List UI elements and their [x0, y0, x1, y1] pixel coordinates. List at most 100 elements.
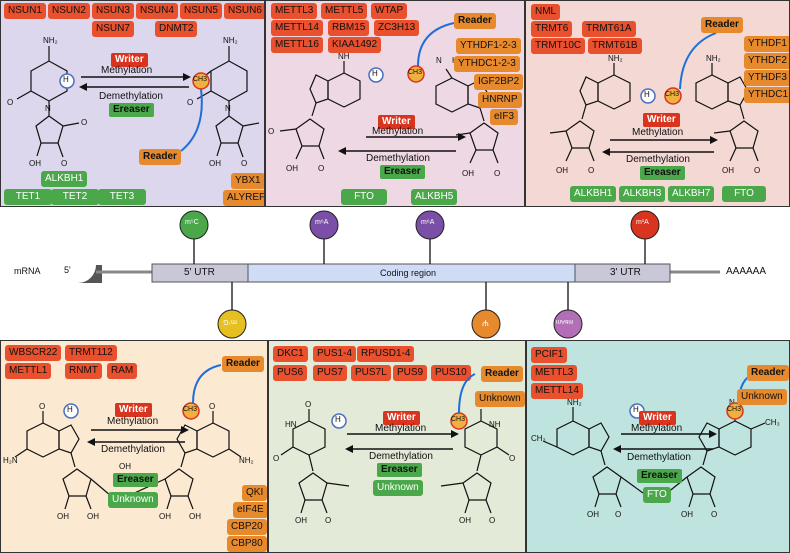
svg-text:O: O	[61, 159, 67, 168]
writer-tag: PUS7	[313, 365, 348, 381]
svg-text:O: O	[711, 510, 717, 519]
eraser-tag: ALKBH1	[570, 186, 617, 202]
eraser-tag: FTO	[341, 189, 387, 205]
mark-label: m⁷G	[223, 318, 237, 325]
svg-text:OH: OH	[159, 512, 171, 521]
ch3-label: CH3	[193, 76, 208, 83]
writer-label: Writer	[643, 113, 680, 127]
h-label: H	[633, 405, 639, 414]
svg-text:OH: OH	[587, 510, 599, 519]
reader-tag: Unknown	[737, 389, 787, 405]
coding-label: Coding region	[380, 268, 437, 278]
m6a-molecules: NH N H OH O OH O O	[268, 22, 500, 178]
svg-text:O: O	[241, 159, 247, 168]
reader-label: Reader	[139, 149, 181, 165]
svg-text:OH: OH	[681, 510, 693, 519]
writer-tag: METTL16	[271, 37, 323, 53]
svg-text:OH: OH	[87, 512, 99, 521]
svg-text:NH₂: NH₂	[567, 398, 582, 407]
writer-tag: KIAA1492	[328, 37, 382, 53]
svg-text:O: O	[325, 516, 331, 525]
svg-text:O: O	[268, 127, 274, 136]
writer-label: Writer	[383, 411, 420, 425]
reader-label: Reader	[222, 356, 264, 372]
writer-tag: TRMT6	[531, 21, 573, 37]
five-prime-label: 5'	[64, 265, 71, 275]
writer-tag: RNMT	[65, 363, 102, 379]
h-label: H	[644, 90, 650, 99]
svg-text:OH: OH	[295, 516, 307, 525]
ch3-label: CH3	[451, 416, 466, 423]
writer-tag: RPUSD1-4	[357, 346, 415, 362]
eraser-label: Ereaser	[637, 469, 682, 483]
mrna-strip: mRNA 5' 5' UTR Coding region 3' UTR AAAA…	[0, 207, 790, 340]
eraser-tag: TET3	[98, 189, 146, 205]
writer-tag: TRMT10C	[531, 38, 586, 54]
writer-tag: NSUN6	[224, 3, 264, 19]
svg-text:NH₂: NH₂	[43, 36, 58, 45]
writer-tag: ZC3H13	[374, 20, 420, 36]
reader-tag: IGF2BP2	[474, 74, 524, 90]
methylation-label: Methylation	[372, 126, 424, 137]
svg-text:NH₂: NH₂	[706, 54, 721, 63]
svg-text:N: N	[729, 398, 735, 407]
h-label: H	[67, 405, 73, 414]
panel-psi: DKC1 PUS1-4 RPUSD1-4 PUS6 PUS7 PUS7L PUS…	[268, 340, 526, 553]
writer-label: Writer	[111, 53, 148, 67]
writer-tag: TRMT112	[65, 345, 117, 361]
methylation-label: Methylation	[631, 423, 683, 434]
writer-label: Writer	[115, 403, 152, 417]
ch3-label: CH3	[665, 91, 680, 98]
eraser-tag: TET2	[51, 189, 99, 205]
utr5-label: 5' UTR	[184, 267, 215, 278]
svg-text:OH: OH	[119, 462, 131, 471]
reader-label: Reader	[481, 366, 523, 382]
panel-m1a: NML TRMT6 TRMT61A TRMT10C TRMT61B NH₂ NH…	[525, 0, 790, 207]
writer-tag: WBSCR22	[5, 345, 62, 361]
reader-tag: QKI	[242, 485, 267, 501]
eraser-tag: Unknown	[373, 480, 423, 496]
demethylation-label: Demethylation	[101, 444, 165, 455]
reader-tag: eIF4E	[233, 502, 267, 518]
writer-tag: METTL1	[5, 363, 52, 379]
h-label: H	[372, 69, 378, 78]
mark-label: m⁵C	[185, 219, 199, 226]
reader-tag: CBP80	[227, 536, 267, 552]
writer-label: Writer	[639, 411, 676, 425]
svg-text:O: O	[615, 510, 621, 519]
writer-tag: RAM	[107, 363, 138, 379]
writer-tag: METTL3	[271, 3, 318, 19]
svg-text:NH: NH	[338, 52, 350, 61]
svg-text:OH: OH	[462, 169, 474, 178]
svg-text:N: N	[436, 56, 442, 65]
mark-label: m¹A	[636, 219, 649, 226]
svg-text:O: O	[39, 402, 45, 411]
svg-text:NH₂: NH₂	[239, 456, 254, 465]
reader-tag: HNRNP	[478, 92, 522, 108]
svg-text:O: O	[7, 98, 13, 107]
writer-tag: PCIF1	[531, 347, 568, 363]
writer-tag: NSUN2	[48, 3, 90, 19]
eraser-tag: ALKBH5	[411, 189, 458, 205]
reader-tag: YTHDC1-2-3	[454, 56, 520, 72]
svg-text:OH: OH	[556, 166, 568, 175]
eraser-label: Ereaser	[640, 166, 685, 180]
svg-text:O: O	[754, 166, 760, 175]
writer-tag: TRMT61B	[588, 38, 642, 54]
writer-tag: METTL3	[531, 365, 578, 381]
writer-tag: PUS10	[431, 365, 471, 381]
demethylation-label: Demethylation	[626, 154, 690, 165]
reader-label: Reader	[747, 365, 789, 381]
methylation-label: Methylation	[632, 127, 684, 138]
reader-tag: YBX1	[231, 173, 264, 189]
writer-tag: METTL14	[271, 20, 323, 36]
eraser-tag: FTO	[722, 186, 766, 202]
mark-label: m⁶A	[315, 219, 329, 226]
reader-tag: YTHDF1-2-3	[456, 38, 521, 54]
m1a-molecules: NH₂ NH₂ OH O OH O	[549, 32, 760, 175]
writer-label: Writer	[378, 115, 415, 129]
svg-text:OH: OH	[29, 159, 41, 168]
